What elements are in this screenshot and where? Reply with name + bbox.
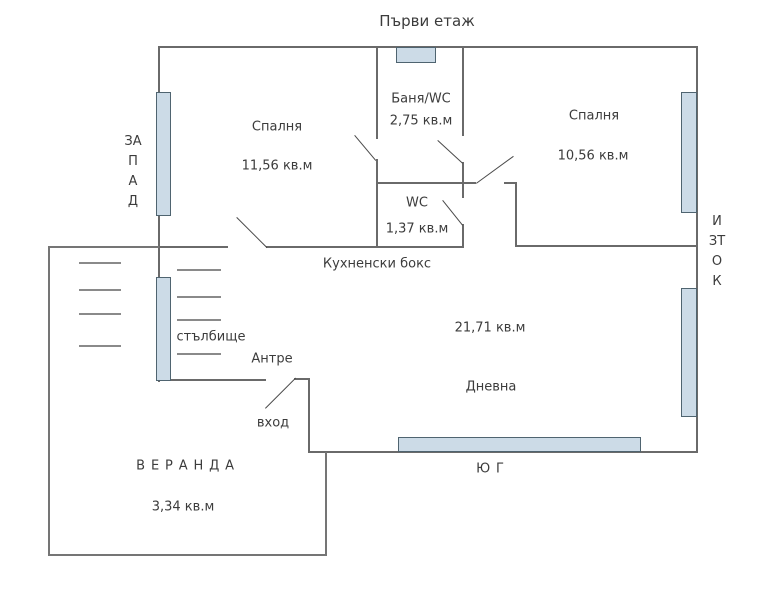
wall-wc-left xyxy=(376,159,378,248)
window-east-bedroom xyxy=(681,92,697,213)
room-label-hallway: Антре xyxy=(251,351,293,367)
door-leaf-bedroom-west xyxy=(236,217,268,249)
wall-bedroom-east-left xyxy=(515,182,517,247)
room-label-bedroom-west: Спалня xyxy=(251,119,303,135)
door-leaf-corridor xyxy=(437,140,464,164)
veranda-outline-left xyxy=(48,246,50,556)
wall-entrance-stub xyxy=(294,378,309,380)
room-label-living: Дневна xyxy=(465,379,517,395)
room-label-bedroom-east: Спалня xyxy=(568,108,620,124)
veranda-step xyxy=(79,345,121,347)
room-label-bathroom: Баня/WC xyxy=(391,91,451,107)
stair-step xyxy=(177,269,221,271)
wall-wc-right-upper xyxy=(462,162,464,198)
room-area-bedroom-west: 11,56 кв.м xyxy=(241,158,313,174)
compass-south-label: ЮГ xyxy=(476,461,510,477)
wall-bedroom-east-bottom xyxy=(515,245,698,247)
door-leaf-bathroom xyxy=(354,135,377,161)
wall-wc-top xyxy=(376,182,476,184)
window-east-living xyxy=(681,288,697,417)
page-title: Първи етаж xyxy=(379,12,475,30)
window-south-living xyxy=(398,437,641,452)
room-area-bedroom-east: 10,56 кв.м xyxy=(557,148,629,164)
veranda-outline-bottom xyxy=(48,554,327,556)
veranda-step xyxy=(79,313,121,315)
compass-west-label: ЗАПАД xyxy=(124,134,142,209)
room-area-living: 21,71 кв.м xyxy=(454,320,526,336)
room-label-staircase: стълбище xyxy=(176,329,246,345)
room-label-kitchen: Кухненски бокс xyxy=(322,256,432,272)
veranda-step xyxy=(79,262,121,264)
wall-bathroom-left xyxy=(376,46,378,139)
wall-wc-right-lower xyxy=(462,224,464,248)
veranda-outline-right xyxy=(325,452,327,556)
room-area-veranda: 3,34 кв.м xyxy=(151,499,215,515)
wall-bathroom-right xyxy=(462,46,464,136)
entrance-label: вход xyxy=(256,415,290,431)
door-leaf-bedroom-east xyxy=(476,155,514,184)
compass-east-label: ИЗТОК xyxy=(708,214,726,289)
window-west-staircase xyxy=(156,277,171,381)
window-west-bedroom xyxy=(156,92,171,216)
door-leaf-entrance xyxy=(265,377,297,409)
stair-step xyxy=(177,319,221,321)
room-area-wc: 1,37 кв.м xyxy=(385,221,449,237)
wall-east xyxy=(696,46,698,453)
stair-step xyxy=(177,296,221,298)
room-label-veranda: ВЕРАНДА xyxy=(136,458,240,474)
veranda-outline-top xyxy=(48,246,159,248)
wall-south xyxy=(308,451,698,453)
wall-bedroom-west-bottom-right xyxy=(266,246,464,248)
wall-hallway-bottom xyxy=(158,379,266,381)
room-area-bathroom: 2,75 кв.м xyxy=(389,113,453,129)
window-north-bathroom xyxy=(396,47,436,63)
wall-entrance-side xyxy=(308,378,310,453)
veranda-step xyxy=(79,289,121,291)
room-label-wc: WC xyxy=(406,195,428,211)
wall-bedroom-east-door-stub xyxy=(504,182,517,184)
wall-bedroom-west-bottom-left xyxy=(159,246,228,248)
stair-step xyxy=(177,353,221,355)
